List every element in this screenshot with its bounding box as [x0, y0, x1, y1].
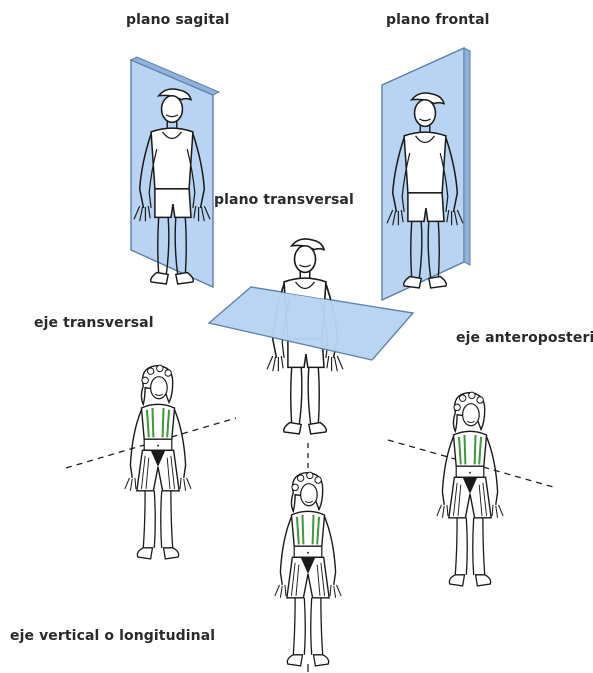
sagittal-plane-group [131, 57, 219, 287]
female-figure-anteroposterior-axis [437, 392, 503, 586]
vertical-axis-group [275, 443, 341, 672]
anteroposterior-axis-group [388, 392, 557, 586]
transverse-axis-group [66, 365, 236, 559]
female-figure-vertical-axis [275, 472, 341, 666]
female-figure-transverse-axis [125, 365, 191, 559]
frontal-plane-group [382, 48, 470, 300]
